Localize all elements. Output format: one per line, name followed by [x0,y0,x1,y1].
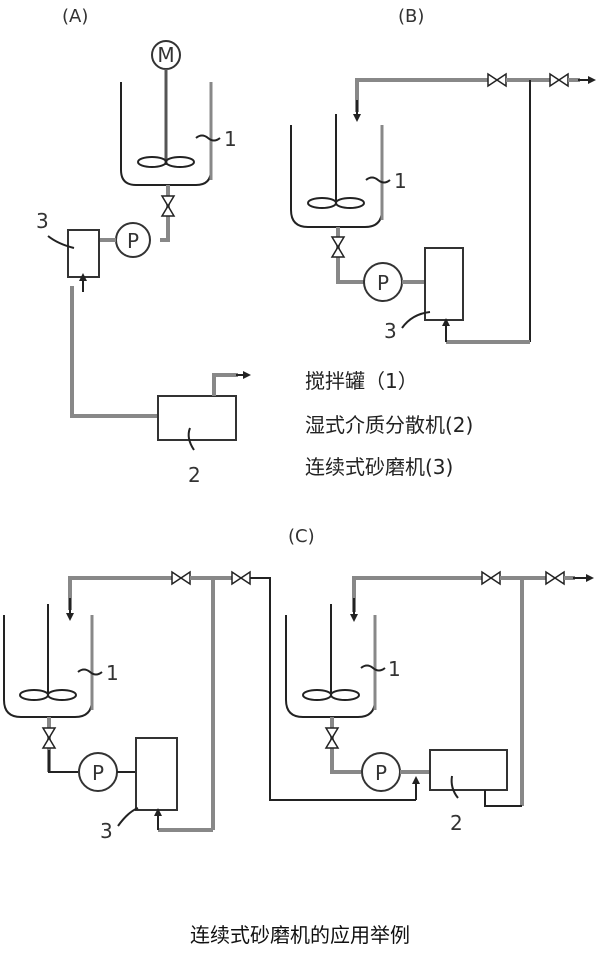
label-tank: 1 [224,127,237,151]
label-tank: 1 [388,657,401,681]
label-mill: 3 [100,819,113,843]
pump-icon: P [363,262,403,302]
label-mill: 3 [36,209,49,233]
valve-icon [324,727,340,749]
sand-mill-box [135,737,178,811]
section-label-b: (B) [398,6,424,27]
disperser-box [429,749,508,791]
pump-icon: P [115,222,151,258]
valve-icon [160,195,176,217]
impeller-icon [302,689,360,701]
figure-caption: 连续式砂磨机的应用举例 [190,923,410,947]
pump-icon: P [361,752,401,792]
section-label-a: (A) [62,6,88,27]
valve-icon [545,570,565,586]
legend-item-tank: 搅拌罐（1） [305,369,418,393]
diagram-a: M 1 P 3 2 [36,40,251,487]
legend-item-disperser: 湿式介质分散机(2) [305,413,473,437]
label-mill: 3 [384,319,397,343]
sand-mill-box [67,229,100,278]
diagram-c: 1 P 3 1 [3,570,594,843]
impeller-icon [307,197,365,209]
label-disperser: 2 [188,463,201,487]
section-label-c: (C) [288,526,315,547]
impeller-icon [137,156,195,168]
motor-icon: M [151,40,181,70]
legend-item-mill: 连续式砂磨机(3) [305,455,453,479]
label-tank: 1 [394,169,407,193]
pump-icon: P [78,752,118,792]
valve-icon [549,72,569,88]
valve-icon [481,570,501,586]
svg-text:P: P [92,761,104,785]
disperser-box [157,395,237,441]
svg-text:M: M [157,43,174,67]
impeller-icon [19,689,77,701]
svg-text:P: P [375,761,387,785]
sand-mill-box [424,247,464,321]
valve-icon [330,236,346,258]
label-disperser: 2 [450,811,463,835]
valve-icon [231,570,251,586]
svg-text:P: P [127,229,139,253]
diagram-b: 1 P 3 [290,72,596,344]
legend: 搅拌罐（1） 湿式介质分散机(2) 连续式砂磨机(3) [305,369,473,479]
valve-icon [41,727,57,749]
valve-icon [487,72,507,88]
svg-text:P: P [377,271,389,295]
label-tank: 1 [106,661,119,685]
valve-icon [171,570,191,586]
